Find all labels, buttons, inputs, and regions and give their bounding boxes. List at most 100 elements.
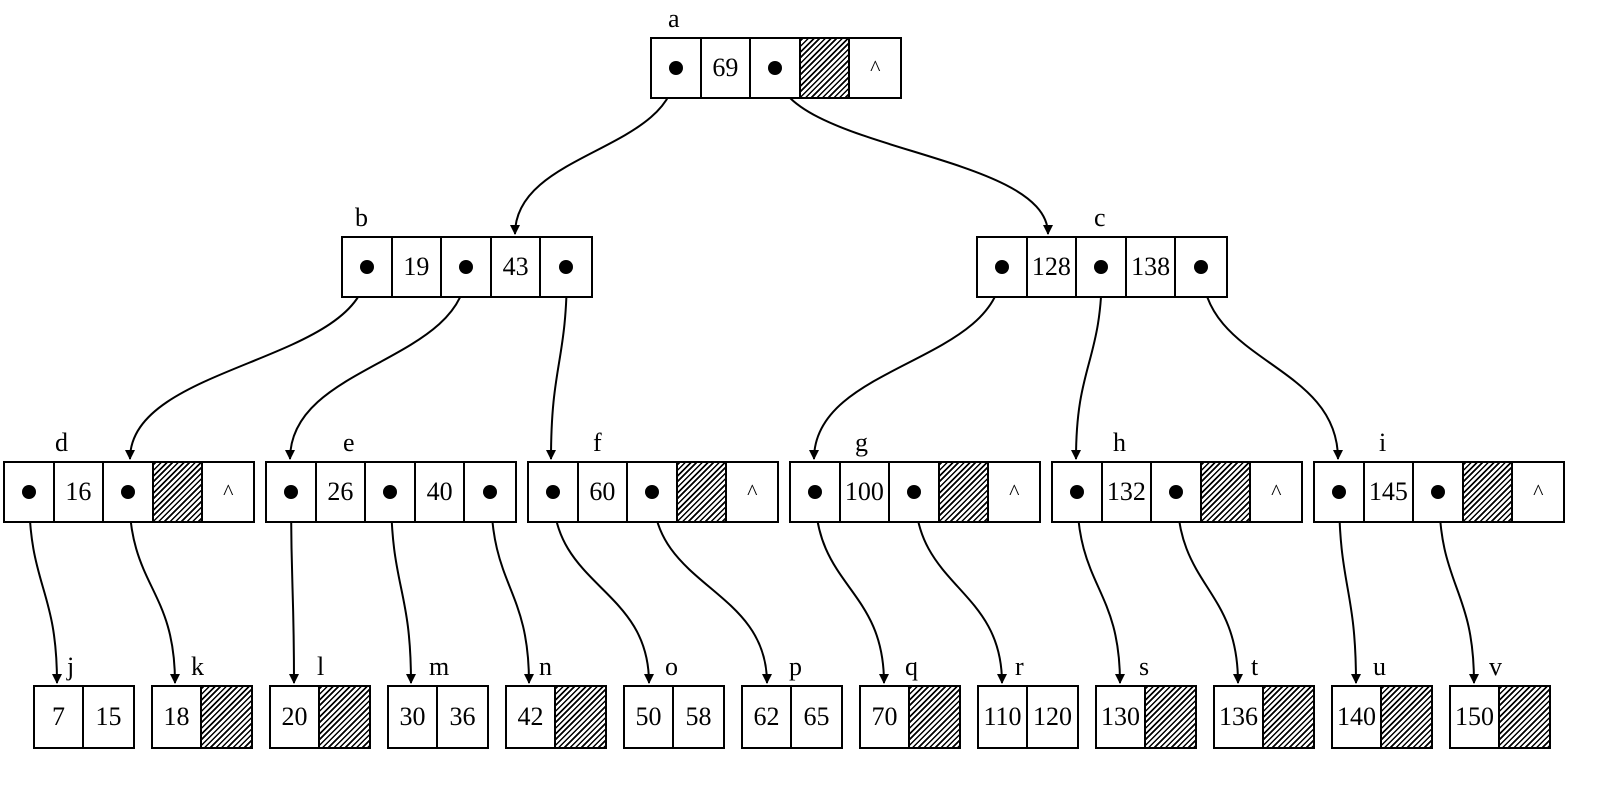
- node-label-s: s: [1139, 652, 1150, 681]
- empty-slot-hatched: [1382, 687, 1431, 747]
- pointer-dot-icon: [366, 463, 416, 521]
- node-label-a: a: [668, 4, 680, 33]
- key-cell: 100: [841, 463, 891, 521]
- node-label-p: p: [789, 652, 802, 681]
- leaf-node-t: 136: [1213, 685, 1315, 749]
- edge-arrow-d-k: [128, 491, 180, 684]
- pointer-dot-icon: [267, 463, 317, 521]
- key-cell: 132: [1103, 463, 1153, 521]
- key-cell: 65: [803, 702, 830, 731]
- edge-arrow-g-r: [914, 491, 1007, 684]
- empty-slot-hatched: [320, 687, 369, 747]
- key-cell: 69: [702, 39, 752, 97]
- key-cell: 43: [492, 238, 542, 296]
- edge-arrow-f-p: [652, 491, 772, 684]
- null-pointer-caret: ^: [1009, 479, 1020, 504]
- leaf-node-s: 130: [1095, 685, 1197, 749]
- key-cell: 36: [449, 702, 476, 731]
- empty-slot-hatched: [1463, 463, 1514, 521]
- edge-arrow-f-o: [552, 491, 654, 684]
- node-label-k: k: [191, 652, 204, 681]
- empty-slot-hatched: [1146, 687, 1195, 747]
- leaf-node-u: 140: [1331, 685, 1433, 749]
- leaf-node-o: 50 58: [623, 685, 725, 749]
- key-cell: 128: [1028, 238, 1078, 296]
- node-label-i: i: [1379, 428, 1387, 457]
- key-cell: 62: [743, 687, 793, 747]
- key-cell: 7: [35, 687, 85, 747]
- key-cell: 15: [95, 702, 122, 731]
- pointer-dot-icon: [1053, 463, 1103, 521]
- empty-slot-hatched: [1500, 687, 1549, 747]
- pointer-dot-icon: [1152, 463, 1202, 521]
- key-cell: 145: [1365, 463, 1415, 521]
- pointer-dot-icon: [343, 238, 393, 296]
- null-pointer-caret: ^: [223, 479, 234, 504]
- empty-slot-hatched: [202, 687, 251, 747]
- key-cell: 60: [579, 463, 629, 521]
- edge-arrow-e-n: [490, 491, 534, 684]
- pointer-dot-icon: [442, 238, 492, 296]
- pointer-dot-icon: [1414, 463, 1464, 521]
- key-cell: 18: [153, 687, 203, 747]
- key-cell: 19: [393, 238, 443, 296]
- pointer-dot-icon: [1315, 463, 1365, 521]
- key-cell: 70: [861, 687, 911, 747]
- node-label-d: d: [55, 428, 68, 457]
- key-cell: 130: [1097, 687, 1147, 747]
- node-label-q: q: [905, 652, 918, 681]
- empty-slot-hatched: [800, 39, 851, 97]
- internal-node-i: 145^: [1313, 461, 1565, 523]
- edge-arrow-h-t: [1176, 491, 1243, 684]
- null-pointer-caret: ^: [1271, 479, 1282, 504]
- internal-node-g: 100 ^: [789, 461, 1041, 523]
- empty-slot-hatched: [153, 463, 204, 521]
- node-label-n: n: [539, 652, 552, 681]
- key-cell: 58: [685, 702, 712, 731]
- node-label-m: m: [429, 652, 450, 681]
- node-label-l: l: [317, 652, 325, 681]
- internal-node-d: 16 ^: [3, 461, 255, 523]
- node-label-g: g: [855, 428, 868, 457]
- node-label-r: r: [1015, 652, 1024, 681]
- edge-arrow-i-v: [1438, 491, 1479, 684]
- internal-node-h: 132 ^: [1051, 461, 1303, 523]
- node-label-t: t: [1251, 652, 1259, 681]
- edge-arrow-c-h: [1071, 266, 1103, 460]
- node-label-u: u: [1373, 652, 1386, 681]
- pointer-dot-icon: [104, 463, 154, 521]
- empty-slot-hatched: [939, 463, 990, 521]
- pointer-dot-icon: [1176, 238, 1226, 296]
- key-cell: 26: [317, 463, 367, 521]
- pointer-dot-icon: [1077, 238, 1127, 296]
- edge-arrow-b-d: [125, 266, 368, 460]
- empty-slot-hatched: [556, 687, 605, 747]
- internal-node-f: 60 ^: [527, 461, 779, 523]
- key-cell: 50: [625, 687, 675, 747]
- key-cell: 140: [1333, 687, 1383, 747]
- pointer-dot-icon: [890, 463, 940, 521]
- edge-arrow-c-g: [809, 266, 1003, 460]
- leaf-node-n: 42: [505, 685, 607, 749]
- pointer-dot-icon: [465, 463, 515, 521]
- key-cell: 136: [1215, 687, 1265, 747]
- key-cell: 16: [55, 463, 105, 521]
- key-cell: 40: [416, 463, 466, 521]
- pointer-dot-icon: [529, 463, 579, 521]
- key-cell: 20: [271, 687, 321, 747]
- key-cell: 138: [1127, 238, 1177, 296]
- null-pointer-caret: ^: [747, 479, 758, 504]
- key-cell: 110: [979, 687, 1029, 747]
- empty-slot-hatched: [677, 463, 728, 521]
- key-cell: 120: [1033, 702, 1072, 731]
- edge-arrow-b-f: [546, 266, 568, 460]
- pointer-dot-icon: [751, 39, 801, 97]
- node-label-b: b: [355, 203, 368, 232]
- internal-node-e: 26 40: [265, 461, 517, 523]
- edge-arrow-c-i: [1201, 266, 1343, 460]
- pointer-dot-icon: [791, 463, 841, 521]
